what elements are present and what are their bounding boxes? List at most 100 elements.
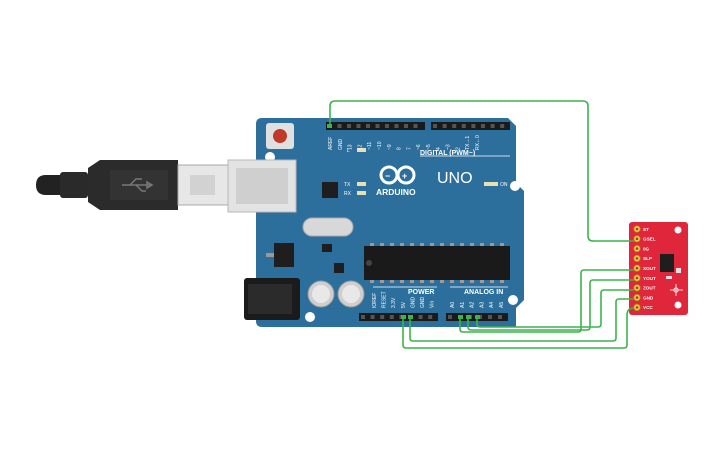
digital-header-right[interactable] bbox=[431, 122, 510, 130]
smd-component-1 bbox=[322, 244, 332, 252]
chip-pin bbox=[440, 280, 444, 283]
digital-socket[interactable] bbox=[375, 124, 380, 128]
chip-pin bbox=[410, 243, 414, 246]
chip-pin bbox=[420, 280, 424, 283]
sensor-pin-hole bbox=[635, 306, 639, 309]
wire-a2-to-zout[interactable] bbox=[476, 289, 634, 328]
chip-pin bbox=[400, 280, 404, 283]
led-rx-label: RX bbox=[344, 191, 352, 197]
wire-end-aref bbox=[327, 124, 332, 128]
wire-a1-to-yout[interactable] bbox=[467, 279, 634, 331]
digital-socket[interactable] bbox=[385, 124, 389, 128]
reset-button[interactable] bbox=[273, 129, 287, 143]
sensor-smd-1 bbox=[676, 268, 681, 273]
power-socket[interactable] bbox=[370, 315, 375, 319]
power-socket[interactable] bbox=[361, 315, 365, 319]
digital-socket[interactable] bbox=[490, 124, 495, 128]
led-l-label: L bbox=[347, 148, 350, 154]
chip-pin bbox=[370, 243, 374, 246]
usb-connector-inner bbox=[190, 175, 215, 195]
digital-socket[interactable] bbox=[481, 124, 485, 128]
sensor-pin-hole bbox=[635, 266, 639, 270]
analog-socket[interactable] bbox=[448, 315, 452, 319]
wire-end-5v bbox=[401, 315, 406, 319]
digital-pin-label: 2 bbox=[455, 147, 461, 150]
analog-socket[interactable] bbox=[488, 315, 492, 319]
power-pin-label: GND bbox=[410, 297, 416, 309]
chip-pin bbox=[500, 280, 504, 283]
sensor-pin-hole bbox=[635, 296, 639, 299]
analog-pin-label: A1 bbox=[460, 302, 466, 308]
digital-pin-label: ~11 bbox=[367, 142, 373, 150]
digital-socket[interactable] bbox=[413, 124, 418, 128]
digital-socket[interactable] bbox=[471, 124, 476, 128]
logo-plus: + bbox=[402, 171, 407, 181]
led-tx bbox=[357, 182, 366, 186]
usb-icon bbox=[122, 178, 154, 192]
digital-pin-label: ~5 bbox=[426, 144, 432, 150]
atmega-microcontroller bbox=[364, 246, 510, 280]
digital-socket[interactable] bbox=[442, 124, 447, 128]
power-socket[interactable] bbox=[428, 315, 433, 319]
analog-socket[interactable] bbox=[498, 315, 502, 319]
wire-gnd-to-gnd[interactable] bbox=[409, 298, 634, 342]
digital-socket[interactable] bbox=[366, 124, 370, 128]
sensor-pin-label: YOUT bbox=[643, 276, 656, 281]
wire-aref-to-st[interactable] bbox=[329, 100, 634, 242]
usb-b-socket-inner bbox=[236, 168, 288, 204]
sensor-pin-hole bbox=[635, 237, 639, 241]
chip-pin bbox=[470, 280, 474, 283]
digital-pin-label: ~6 bbox=[416, 144, 422, 150]
digital-socket[interactable] bbox=[394, 124, 399, 128]
capacitor-2-top bbox=[342, 285, 360, 303]
digital-socket[interactable] bbox=[452, 124, 457, 128]
digital-socket[interactable] bbox=[347, 124, 351, 128]
chip-pin bbox=[460, 243, 464, 246]
digital-pin-label: 7 bbox=[406, 147, 412, 150]
capacitor-1-top bbox=[312, 285, 330, 303]
chip-pin bbox=[390, 280, 394, 283]
dc-power-jack-inner bbox=[248, 284, 292, 314]
digital-pin-label: 12 bbox=[357, 144, 363, 150]
power-socket[interactable] bbox=[389, 315, 394, 319]
wire-5v-to-vcc[interactable] bbox=[402, 307, 635, 349]
digital-socket[interactable] bbox=[337, 124, 342, 128]
chip-pin bbox=[410, 280, 414, 283]
chip-pins-top bbox=[370, 243, 504, 246]
sensor-pcb bbox=[629, 222, 688, 315]
digital-pin-label: 8 bbox=[397, 147, 403, 150]
logo-minus: − bbox=[385, 171, 390, 181]
led-on bbox=[484, 182, 498, 186]
usb-cable[interactable] bbox=[36, 160, 229, 210]
power-pin-label: Vin bbox=[430, 301, 436, 308]
power-socket[interactable] bbox=[418, 315, 423, 319]
digital-socket[interactable] bbox=[356, 124, 361, 128]
chip-pin bbox=[470, 243, 474, 246]
wire-a0-to-xout[interactable] bbox=[459, 269, 634, 333]
sensor-pin-label: XOUT bbox=[643, 266, 656, 271]
sensor-hole-bottom bbox=[674, 301, 682, 309]
power-socket[interactable] bbox=[380, 315, 385, 319]
smd-component-2 bbox=[334, 263, 344, 273]
chip-pin bbox=[430, 243, 434, 246]
voltage-regulator bbox=[274, 243, 294, 267]
sensor-chip bbox=[660, 254, 674, 272]
led-rx bbox=[357, 191, 366, 195]
digital-socket[interactable] bbox=[404, 124, 408, 128]
digital-socket[interactable] bbox=[433, 124, 437, 128]
power-header[interactable] bbox=[359, 313, 438, 321]
digital-header-label: DIGITAL (PWM~) bbox=[420, 150, 475, 157]
power-pin-label: RESET bbox=[382, 291, 388, 308]
digital-socket[interactable] bbox=[500, 124, 505, 128]
digital-pin-label: 13 bbox=[348, 144, 354, 150]
digital-pin-label: TX→1 bbox=[465, 136, 471, 150]
chip-pin bbox=[400, 243, 404, 246]
sensor-pin-label: GND bbox=[643, 295, 654, 300]
sensor-pins bbox=[633, 225, 641, 311]
digital-socket[interactable] bbox=[461, 124, 466, 128]
